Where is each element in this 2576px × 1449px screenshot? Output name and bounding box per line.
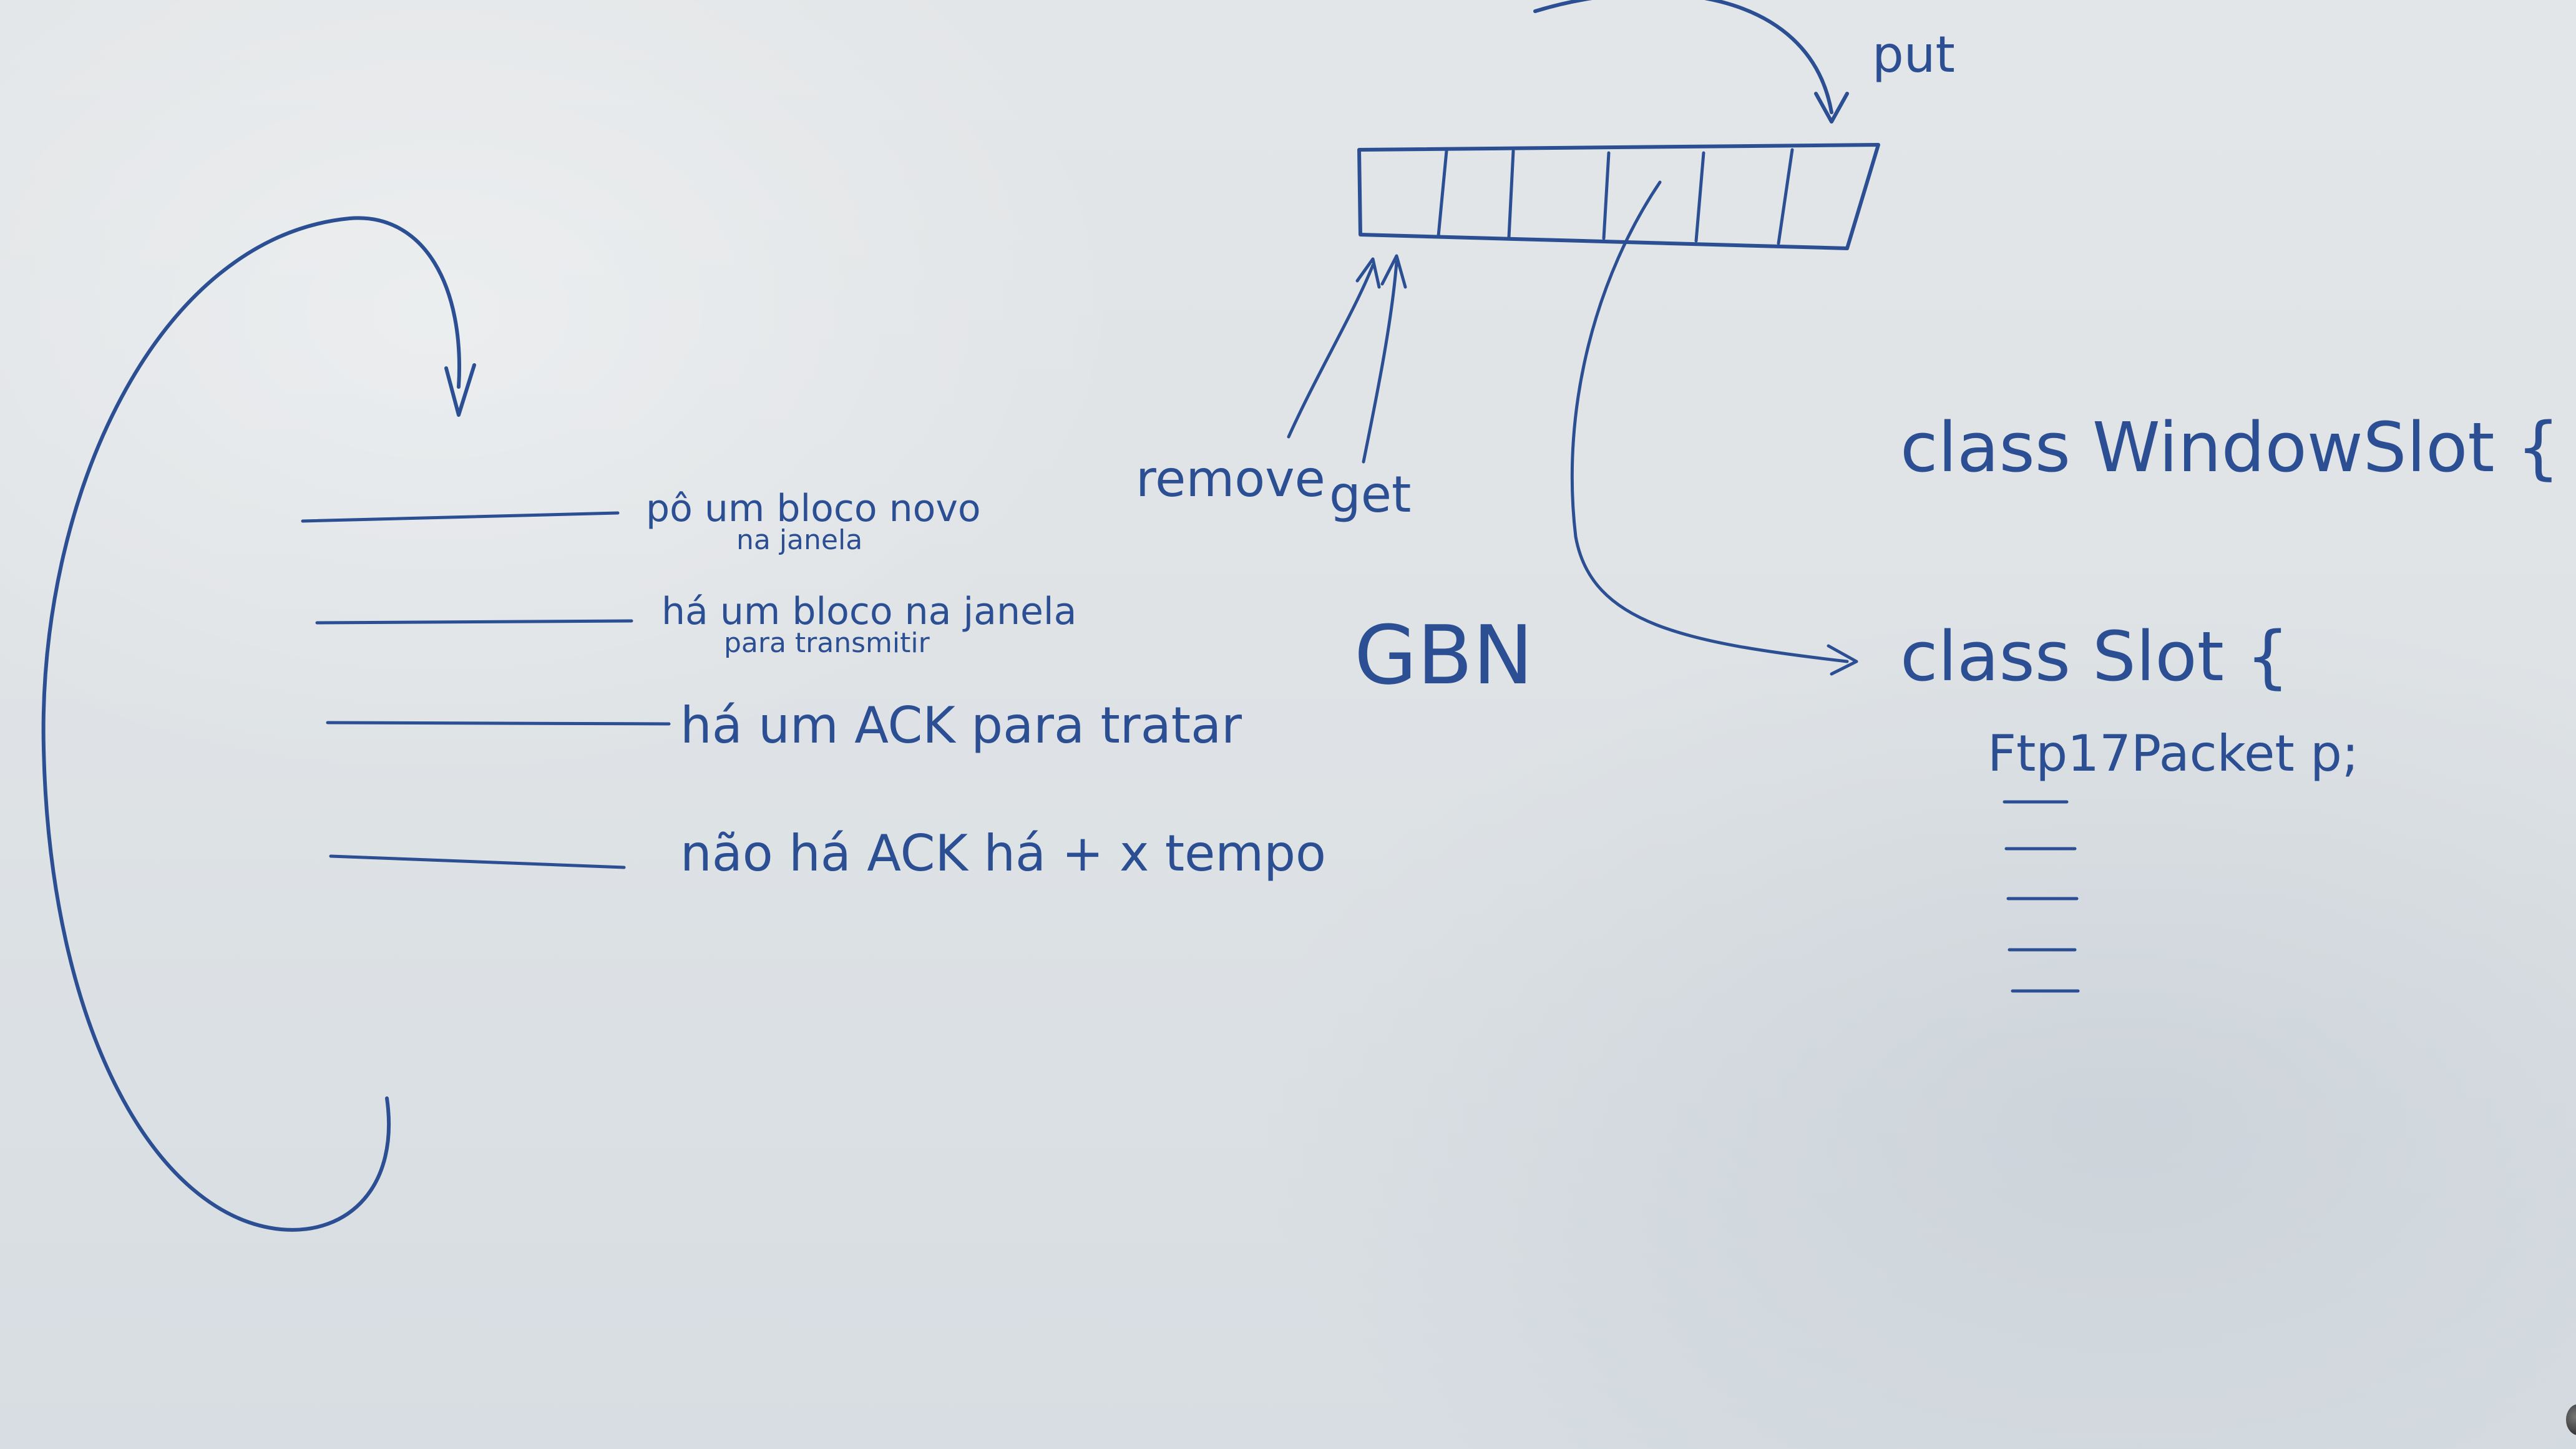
window-buffer: [1357, 143, 1880, 250]
remove-arrow: [1287, 263, 1375, 439]
buffer-divider: [1777, 148, 1794, 245]
remove-label: remove: [1136, 450, 1325, 508]
loop-item-4-text: não há ACK há + x tempo: [680, 824, 1326, 882]
loop-item-2-text: há um bloco na janela: [661, 590, 1076, 633]
slot-field: Ftp17Packet p;: [1988, 724, 2359, 783]
slot-pointer-arrowhead: [1827, 644, 1858, 676]
put-arrow: [1533, 0, 1833, 114]
loop-arrowhead: [444, 363, 476, 417]
buffer-divider: [1507, 149, 1515, 239]
buffer-divider: [1437, 149, 1448, 238]
loop-item-line-3: [326, 721, 671, 726]
loop-item-3-text: há um ACK para tratar: [680, 696, 1242, 754]
get-arrowhead: [1380, 254, 1407, 289]
class-slot: class Slot {: [1900, 617, 2290, 696]
gbn-label: GBN: [1354, 608, 1533, 703]
loop-item-1-text2: na janela: [736, 524, 862, 556]
loop-item-line-4: [329, 854, 626, 869]
buffer-divider: [1602, 151, 1611, 240]
loop-item-line-1: [301, 511, 620, 523]
magnet: [2566, 1404, 2576, 1435]
loop-item-2-text2: para transmitir: [724, 627, 930, 659]
loop-arrow: [41, 216, 461, 1232]
put-label: put: [1872, 26, 1955, 84]
buffer-divider: [1694, 151, 1705, 243]
slot-pointer-arrow: [1570, 180, 1849, 663]
get-label: get: [1329, 466, 1411, 524]
get-arrow: [1362, 260, 1398, 464]
loop-item-line-2: [315, 619, 633, 625]
loop-item-1-text: pô um bloco novo: [646, 487, 981, 530]
remove-arrowhead: [1355, 257, 1381, 289]
class-windowslot: class WindowSlot {: [1900, 407, 2560, 487]
put-arrowhead: [1814, 92, 1849, 124]
